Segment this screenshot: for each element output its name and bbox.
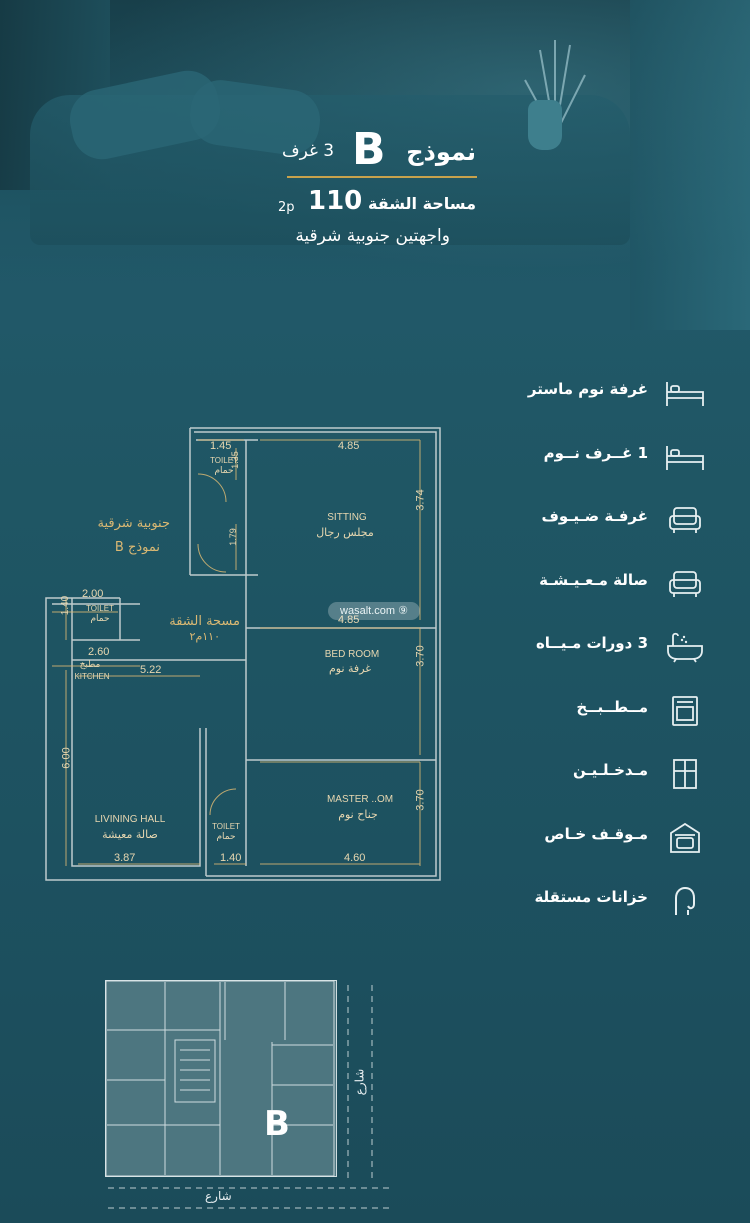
feature-label: مـدخـلـيـن: [572, 761, 648, 779]
feature-item: 3 دورات مـيــاه: [530, 626, 730, 690]
dimension-label: 4.60: [344, 852, 366, 864]
room-label-ar: جناح نوم: [338, 808, 378, 821]
feature-item: خزانات مستقلة: [530, 880, 730, 944]
feature-label: مـوقـف خـاص: [544, 824, 648, 843]
area-unit: 2p: [278, 200, 295, 215]
armchair-icon: [669, 570, 701, 597]
bed-icon: [666, 445, 704, 470]
facing-text: واجهتين جنوبية شرقية: [295, 226, 450, 246]
dimension-label: 1.40: [220, 852, 242, 864]
area-value: 110: [308, 186, 363, 216]
header-divider: [287, 176, 477, 178]
model-word: نموذج: [406, 138, 476, 166]
plan-note-area-value: ١١٠م٢: [189, 630, 220, 643]
rooms-count: 3 غرف: [282, 141, 335, 161]
feature-label: صالة مـعـيـشـة: [539, 570, 648, 589]
bathtub-icon: [667, 632, 703, 663]
armchair-icon: [669, 507, 701, 533]
room-label-en: TOILET: [210, 456, 238, 465]
feature-label: غرفـة ضـيـوف: [541, 507, 648, 525]
dimension-label: 1.45: [210, 440, 232, 452]
room-label-ar: غرفة نوم: [328, 662, 372, 675]
room-label-ar: مجلس رجال: [316, 526, 374, 539]
room-label-ar: حمام: [214, 466, 234, 476]
feature-item: صالة مـعـيـشـة: [530, 563, 730, 627]
feature-label: 1 غــرف نــوم: [543, 443, 648, 462]
window-icon: [673, 759, 697, 789]
feature-item: مـوقـف خـاص: [530, 817, 730, 881]
street-label-bottom: شارع: [205, 1189, 232, 1203]
room-label-en: TOILET: [86, 604, 114, 613]
watermark: wasalt.com ⑨: [328, 602, 420, 620]
site-plan: [105, 980, 337, 1177]
background-photo: [0, 0, 750, 330]
vase: [528, 100, 562, 150]
street-label-right: شارع: [352, 1068, 367, 1096]
feature-label: خزانات مستقلة: [534, 888, 648, 906]
features-list: غرفة نوم ماستر 1 غــرف نــوم غرفـة ضـيـو…: [527, 372, 730, 944]
dimension-label: 4.85: [338, 440, 360, 452]
dimension-label: 3.87: [114, 852, 136, 864]
room-label-ar: حمام: [90, 614, 110, 624]
feature-label: غرفة نوم ماستر: [527, 380, 648, 398]
dimension-label: 2.60: [88, 646, 110, 658]
room-label-en: SITTING: [327, 512, 367, 523]
feature-item: غرفـة ضـيـوف: [530, 499, 730, 563]
feature-label: 3 دورات مـيــاه: [535, 634, 648, 652]
site-plan-letter: B: [264, 1104, 290, 1144]
room-label-en: MASTER ..OM: [326, 794, 394, 805]
garage-icon: [670, 822, 700, 853]
feature-label: مــطــبــخ: [576, 697, 648, 716]
feature-item: غرفة نوم ماستر: [527, 372, 730, 436]
dimension-label: 5.22: [140, 664, 162, 676]
bed-icon: [666, 382, 704, 406]
tank-icon: [675, 886, 695, 915]
dimension-label: 2.00: [82, 588, 104, 600]
curtain-right: [630, 0, 750, 330]
feature-item: مــطــبــخ: [530, 690, 730, 754]
plan-note-facing: جنوبية شرقية: [97, 516, 171, 531]
model-letter: B: [352, 124, 386, 175]
room-label-ar: صالة معيشة: [102, 828, 158, 841]
feature-item: مـدخـلـيـن: [530, 753, 730, 817]
room-label-ar: حمام: [216, 832, 236, 842]
area-label: مساحة الشقة: [368, 194, 476, 213]
room-label-en: TOILET: [212, 822, 240, 831]
room-label-en: LIVINING HALL: [94, 814, 166, 825]
feature-item: 1 غــرف نــوم: [530, 436, 730, 500]
dimension-label: 4.85: [338, 614, 360, 626]
plan-note-area: مسحة الشقة: [169, 614, 240, 629]
room-label-en: BED ROOM: [324, 649, 380, 660]
room-label-en: KITCHEN: [74, 672, 110, 681]
oven-icon: [672, 695, 698, 726]
room-label-ar: مطبخ: [79, 660, 101, 670]
plan-note-model: نموذج B: [114, 540, 160, 555]
